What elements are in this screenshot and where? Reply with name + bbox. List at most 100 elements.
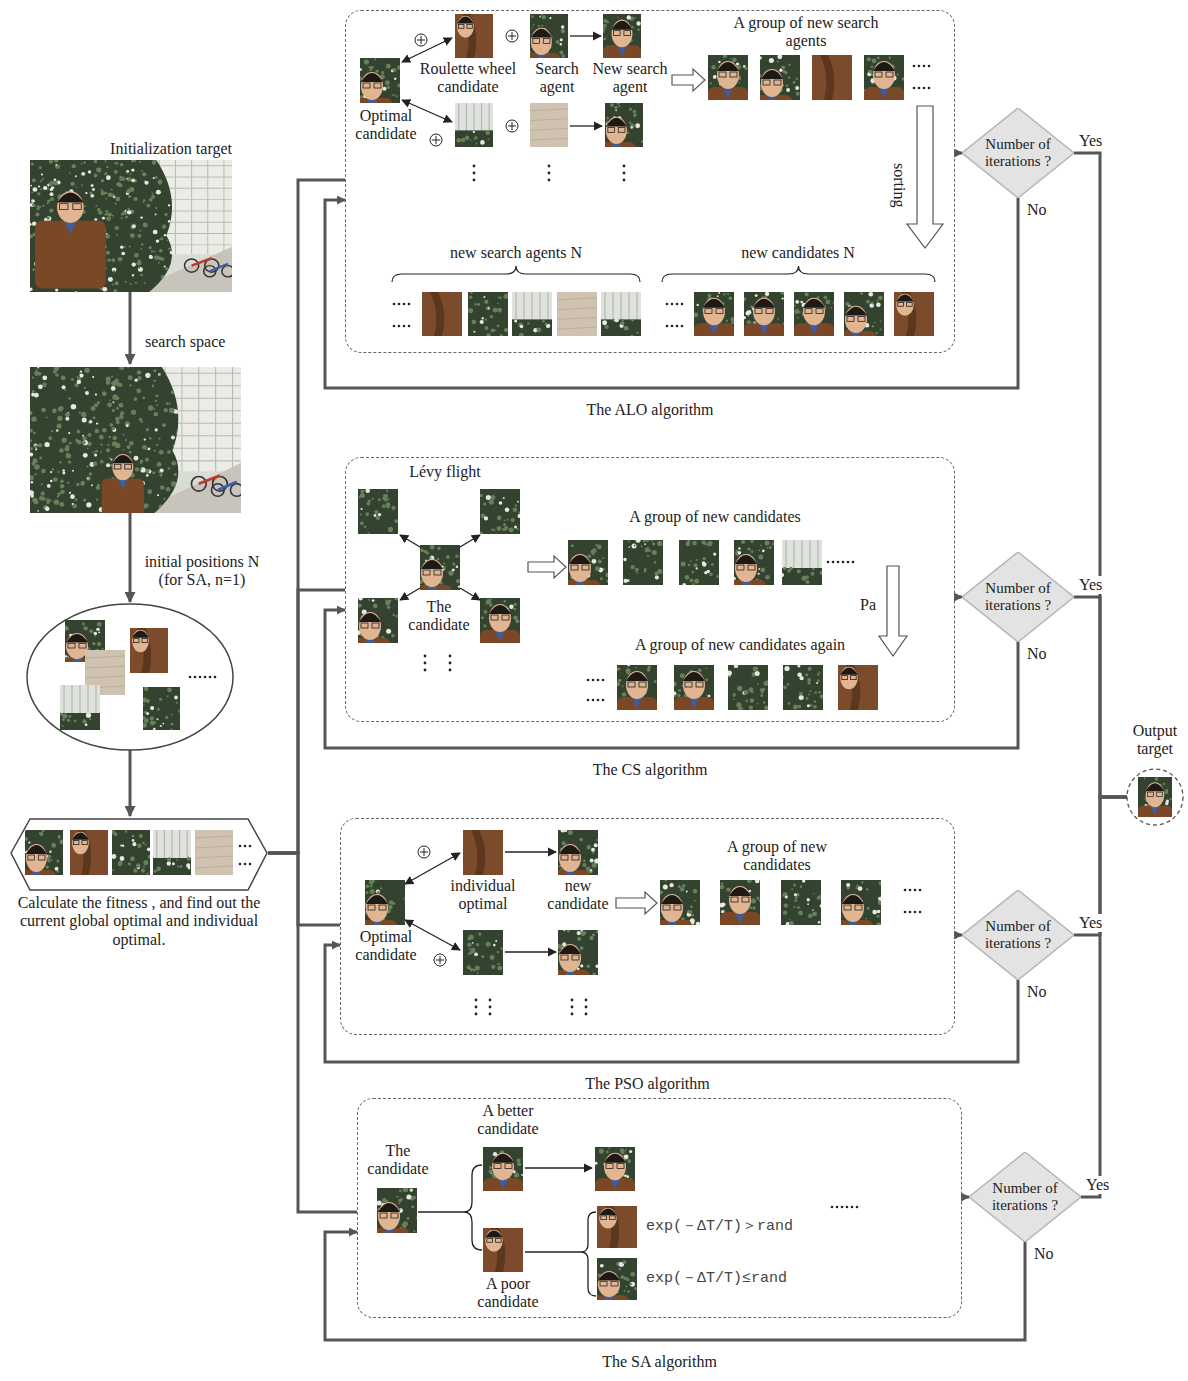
window-line <box>540 292 541 321</box>
leaf <box>34 445 37 448</box>
plus-symbol <box>506 120 518 132</box>
leaf <box>59 406 63 410</box>
tree-area <box>153 858 191 875</box>
leaf <box>769 58 774 63</box>
leaf <box>717 295 719 297</box>
leaf <box>69 492 71 494</box>
leaf <box>730 58 732 60</box>
leaf <box>180 240 183 243</box>
leaf <box>55 867 59 871</box>
leaf <box>633 113 637 117</box>
leaf <box>170 728 173 731</box>
tree-area <box>512 319 552 336</box>
leaf <box>713 553 716 556</box>
wall-line <box>557 298 597 300</box>
photo-thumbnail <box>358 489 398 536</box>
leaf <box>491 328 495 332</box>
plus-symbol <box>432 136 440 144</box>
leaf <box>641 545 643 547</box>
ellipsis-dot <box>592 679 595 682</box>
leaf <box>127 177 132 182</box>
leaf <box>138 267 143 272</box>
leaf <box>358 603 362 607</box>
photo-thumbnail <box>130 628 168 673</box>
photo-thumbnail <box>726 540 774 641</box>
leaf <box>181 197 183 199</box>
tree-area <box>143 687 180 730</box>
leaf <box>79 412 81 414</box>
leaf <box>758 573 760 575</box>
leaf <box>805 292 809 296</box>
photo-thumbnail <box>455 14 493 58</box>
leaf <box>166 487 170 491</box>
leaf <box>178 217 183 222</box>
photo-thumbnail <box>530 103 568 147</box>
arrow-line <box>570 35 601 36</box>
glasses <box>74 841 79 845</box>
leaf <box>29 287 33 291</box>
leaf <box>154 449 156 451</box>
leaf <box>443 562 445 564</box>
leaf <box>603 38 606 41</box>
leaf <box>520 325 524 329</box>
glasses <box>898 302 904 306</box>
leaf <box>45 507 49 511</box>
ellipsis-dot <box>393 303 396 306</box>
leaf <box>31 462 35 466</box>
ellipsis-dot <box>602 679 605 682</box>
window-line <box>215 367 216 471</box>
leaf <box>146 873 148 875</box>
hair <box>703 299 725 308</box>
leaf <box>420 549 424 553</box>
leaf <box>32 390 35 393</box>
ellipsis-dot <box>597 679 600 682</box>
leaf <box>502 528 505 531</box>
leaf <box>183 497 186 500</box>
leaf <box>180 169 185 173</box>
leaf <box>174 389 176 391</box>
leaf <box>605 573 610 578</box>
leaf <box>426 551 429 554</box>
leaf <box>483 296 485 298</box>
leaf <box>89 718 91 720</box>
face <box>421 559 443 587</box>
window-line <box>637 292 638 321</box>
leaf <box>178 221 182 225</box>
leaf <box>385 600 390 605</box>
leaf <box>777 54 782 59</box>
leaf <box>632 544 637 549</box>
leaf <box>140 216 143 218</box>
leaf <box>87 442 91 446</box>
leaf <box>139 834 143 838</box>
ellipsis-dot <box>602 699 605 702</box>
ellipsis-dot <box>403 303 406 306</box>
photo-thumbnail <box>863 55 906 147</box>
leaf <box>127 445 131 449</box>
ellipsis-dot <box>928 65 931 68</box>
leaf <box>877 57 880 60</box>
leaf <box>682 583 686 587</box>
leaf <box>37 205 40 208</box>
window-line <box>810 540 811 570</box>
hair <box>66 634 88 642</box>
leaf <box>897 74 899 76</box>
leaf <box>738 551 741 554</box>
leaf <box>615 109 617 111</box>
leaf <box>59 839 63 844</box>
leaf <box>486 333 491 337</box>
leaf <box>119 415 123 419</box>
leaf <box>81 412 86 417</box>
leaf <box>132 839 135 842</box>
leaf <box>452 563 455 566</box>
plus-symbol <box>508 32 516 40</box>
leaf <box>34 473 36 475</box>
leaf <box>704 571 707 574</box>
leaf <box>151 250 153 252</box>
leaf <box>145 469 149 473</box>
leaf <box>52 409 57 414</box>
ellipsis-dot <box>548 165 551 168</box>
leaf <box>95 450 98 453</box>
leaf <box>84 205 86 207</box>
glasses <box>73 204 81 210</box>
leaf <box>112 409 115 412</box>
